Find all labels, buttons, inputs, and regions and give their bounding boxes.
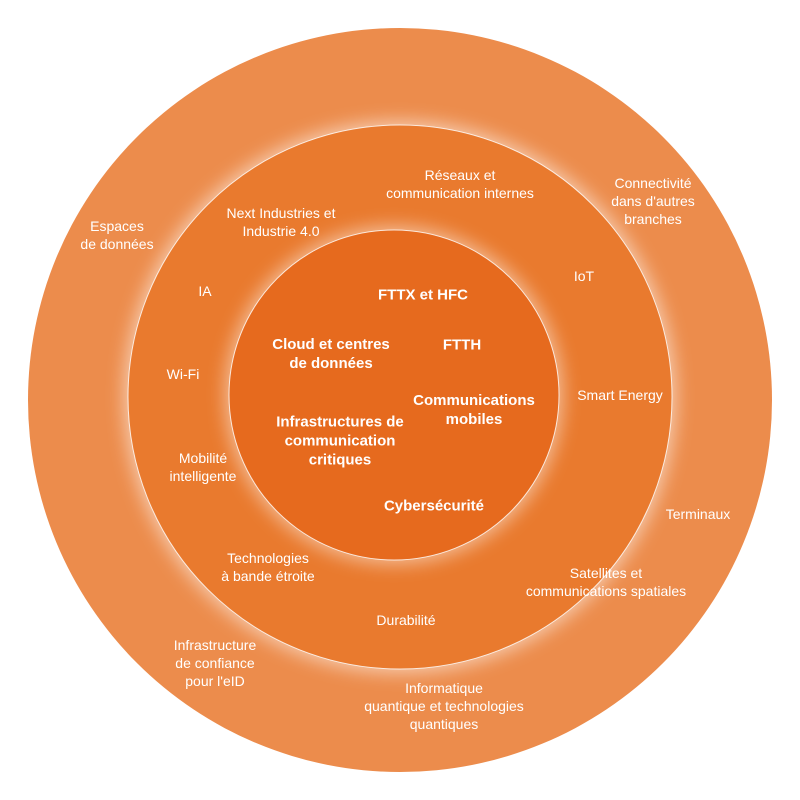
label-ftth: FTTH <box>442 336 482 354</box>
label-smart-energy: Smart Energy <box>577 387 663 403</box>
label-ia: IA <box>198 283 212 299</box>
label-durabilite: Durabilité <box>376 612 436 628</box>
label-terminaux: Terminaux <box>665 506 731 522</box>
inner-ring <box>228 229 560 561</box>
label-iot: IoT <box>573 268 595 284</box>
label-cybersecurite: Cybersécurité <box>383 497 485 515</box>
label-fttx-hfc: FTTX et HFC <box>378 286 468 304</box>
label-wifi: Wi-Fi <box>166 366 200 382</box>
